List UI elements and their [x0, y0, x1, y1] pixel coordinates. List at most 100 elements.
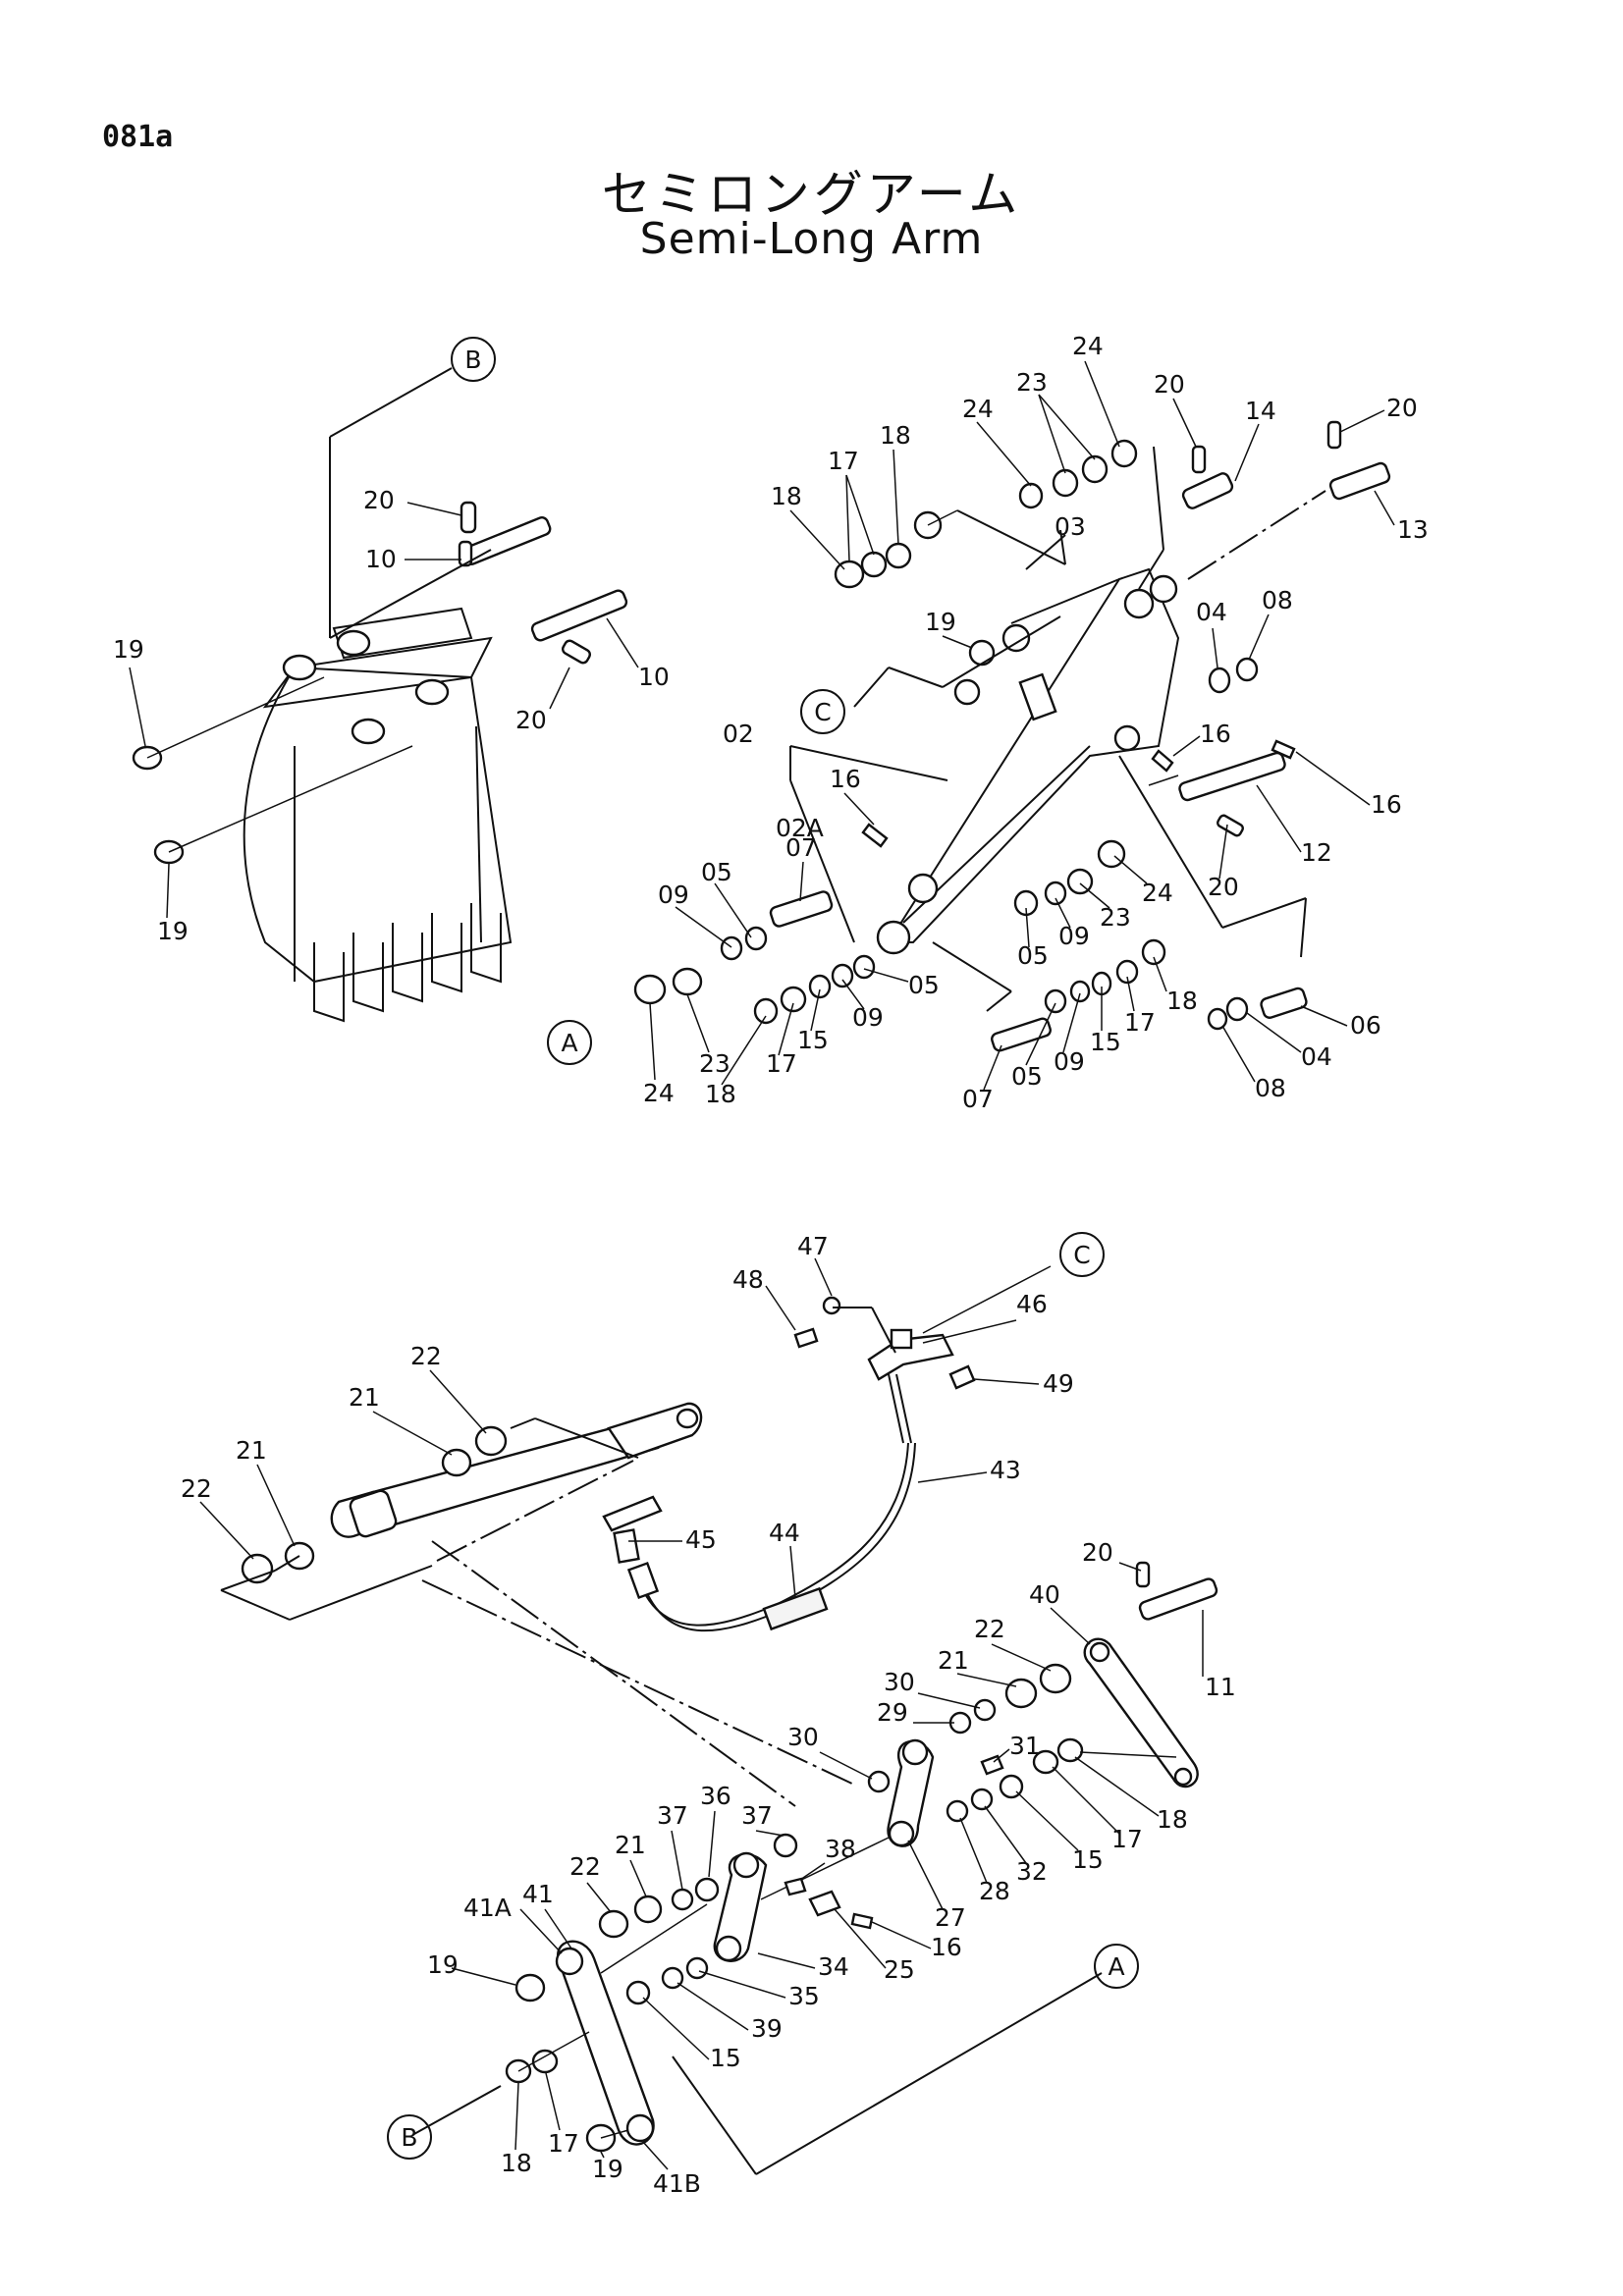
part-label: 20 [363, 486, 395, 514]
pin-14 [1181, 472, 1234, 509]
part-label: 18 [771, 482, 802, 510]
part-label: 44 [769, 1519, 800, 1547]
callout-a-bottom-text: A [1108, 1952, 1124, 1981]
hose-assembly [613, 1296, 976, 1632]
bushing-19-c [514, 1973, 546, 2002]
part-label: 21 [615, 1831, 646, 1859]
part-label: 18 [501, 2149, 532, 2177]
part-label: 04 [1301, 1042, 1332, 1071]
part-label: 05 [701, 858, 732, 886]
part-label: 43 [990, 1456, 1021, 1484]
part-label: 41B [653, 2169, 701, 2198]
part-label: 09 [658, 881, 689, 909]
part-label: 06 [1350, 1011, 1381, 1040]
part-label: 09 [1054, 1047, 1085, 1076]
callout-a-bottom: A [1094, 1944, 1139, 1989]
part-label: 20 [1082, 1538, 1113, 1567]
shim-30-b [867, 1770, 891, 1793]
part-label: 40 [1029, 1580, 1060, 1609]
shim-30-a [973, 1698, 997, 1722]
part-label: 37 [741, 1801, 773, 1830]
part-label: 22 [569, 1852, 601, 1881]
callout-b-top-text: B [464, 346, 481, 374]
part-label: 18 [1157, 1805, 1188, 1834]
bucket-assembly [243, 607, 513, 1023]
part-labels-bottom: 47 48 46 49 22 21 21 22 43 45 44 20 40 1… [181, 1232, 1236, 2198]
title-japanese: セミロングアーム [601, 166, 1022, 223]
link-40 [1083, 1637, 1199, 1789]
pin-20-d [1326, 420, 1342, 450]
part-label: 20 [515, 706, 547, 734]
pin-20-a [460, 501, 477, 534]
grease-fitting-16-a [861, 823, 889, 848]
part-label: 19 [157, 917, 189, 945]
part-label: 08 [1255, 1074, 1286, 1102]
part-label: 36 [700, 1782, 731, 1810]
part-label: 29 [877, 1698, 908, 1727]
part-label: 12 [1301, 838, 1332, 867]
callout-a-mid: A [547, 1020, 592, 1065]
part-label: 31 [1009, 1732, 1041, 1760]
part-label: 07 [962, 1085, 994, 1113]
washer-21-c [1004, 1678, 1038, 1709]
part-label: 16 [1371, 790, 1402, 819]
callout-c-top: C [800, 689, 845, 734]
part-label: 24 [962, 395, 994, 423]
pin-07-b [991, 1017, 1052, 1052]
washer-22-d [598, 1909, 629, 1939]
leader-lines [129, 360, 1395, 2170]
part-label: 23 [1016, 368, 1048, 397]
part-label: 18 [880, 421, 911, 450]
part-label: 02 [723, 720, 754, 748]
callout-c-bottom-text: C [1073, 1241, 1090, 1269]
pin-11 [1138, 1577, 1218, 1621]
part-label: 32 [1016, 1857, 1048, 1886]
part-label: 07 [785, 833, 817, 862]
part-label: 30 [884, 1668, 915, 1696]
part-label: 02A [776, 814, 824, 842]
part-label: 17 [766, 1049, 797, 1078]
part-label: 19 [113, 635, 144, 664]
part-label: 28 [979, 1877, 1010, 1905]
link-34 [713, 1851, 768, 1962]
part-label: 46 [1016, 1290, 1048, 1318]
part-label: 34 [818, 1952, 849, 1981]
callout-c-bottom: C [1059, 1232, 1105, 1277]
title-english: Semi-Long Arm [639, 214, 984, 264]
part-label: 19 [592, 2155, 623, 2183]
washer-22-b [474, 1425, 508, 1457]
part-label: 24 [643, 1079, 675, 1107]
part-label: 13 [1397, 515, 1429, 544]
part-label: 47 [797, 1232, 829, 1260]
washer-22-a [241, 1553, 274, 1584]
arm-body [876, 567, 1180, 955]
part-label: 10 [638, 663, 670, 691]
part-label: 20 [1208, 873, 1239, 901]
part-label: 37 [657, 1801, 688, 1830]
part-label: 21 [349, 1383, 380, 1412]
part-label: 04 [1196, 598, 1227, 626]
washer-stack-top [834, 439, 1138, 706]
shim-37-a [773, 1833, 798, 1858]
part-label: 49 [1043, 1369, 1074, 1398]
pin-20-e [1217, 814, 1244, 837]
washer-22-c [1039, 1663, 1072, 1694]
part-label: 17 [548, 2129, 579, 2158]
pin-07-a [769, 890, 834, 928]
part-label: 20 [1386, 394, 1418, 422]
part-label: 41A [463, 1894, 512, 1922]
pin-20-f [1135, 1561, 1151, 1588]
part-label: 22 [974, 1615, 1005, 1643]
part-label: 05 [1017, 941, 1049, 970]
part-label: 16 [1200, 720, 1231, 748]
pin-10-lower [530, 589, 628, 642]
bushing-04-b [1225, 996, 1249, 1022]
part-label: 17 [1111, 1825, 1143, 1853]
pin-12 [1178, 751, 1286, 802]
part-labels-top: 20 10 10 20 19 19 24 23 20 14 20 13 24 1… [113, 332, 1429, 1113]
part-label: 21 [236, 1436, 267, 1465]
link-27 [887, 1738, 935, 1847]
shim-35 [685, 1956, 709, 1980]
part-label: 23 [699, 1049, 730, 1078]
part-label: 24 [1142, 879, 1173, 907]
